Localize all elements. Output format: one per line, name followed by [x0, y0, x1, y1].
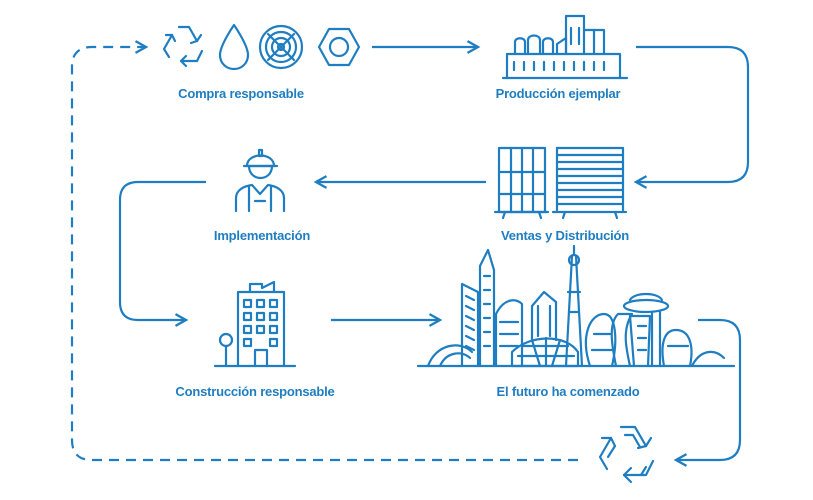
stage-label-implementacion: Implementación — [213, 228, 311, 243]
stage-label-construccion: Construcción responsable — [175, 384, 335, 399]
worker-icon — [234, 148, 286, 213]
water-drop-icon — [218, 23, 250, 71]
recycle-small-icon — [162, 25, 204, 68]
raw-materials-icons — [162, 23, 361, 71]
dashed-return-arrow — [70, 47, 578, 462]
factory-icon — [501, 14, 629, 80]
stage-label-compra: Compra responsable — [178, 86, 304, 101]
arrow-produccion-to-ventas — [636, 45, 750, 182]
stage-label-produccion: Producción ejemplar — [495, 86, 621, 101]
hex-nut-icon — [317, 27, 361, 67]
city-skyline-icon — [416, 244, 736, 368]
arrow-futuro-to-reciclaje — [676, 318, 742, 460]
panel-stack-icon — [493, 146, 628, 220]
building-icon — [213, 280, 297, 368]
log-wood-icon — [258, 24, 304, 70]
stage-label-ventas: Ventas y Distribución — [500, 228, 630, 243]
stage-label-futuro: El futuro ha comenzado — [496, 384, 640, 399]
recycle-icon — [598, 425, 655, 484]
arrow-implementacion-to-construccion — [118, 180, 206, 320]
